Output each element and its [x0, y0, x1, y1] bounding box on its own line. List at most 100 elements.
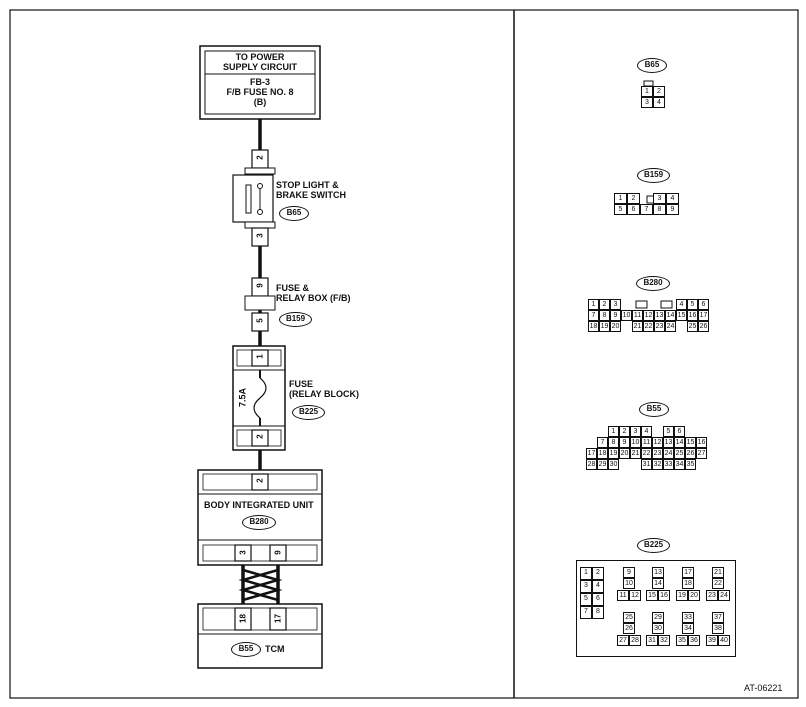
fuse-rating: 7.5A — [237, 388, 248, 408]
b280-pin-17: 17 — [698, 310, 709, 321]
b225-pin-23: 23 — [706, 590, 718, 601]
b225-pin-19: 19 — [676, 590, 688, 601]
b225-pin-11: 11 — [617, 590, 629, 601]
figure-id: AT-06221 — [744, 683, 783, 693]
b225-callout: B225 — [292, 405, 325, 420]
b55-pin-13: 13 — [663, 437, 674, 448]
b55-pin-30: 30 — [608, 459, 619, 470]
b225-pin-out: 2 — [255, 434, 265, 439]
b225-pin-40: 40 — [718, 635, 730, 646]
b280-pin-16: 16 — [687, 310, 698, 321]
b65-pin-4: 4 — [653, 97, 665, 108]
b55-pin-3: 3 — [630, 426, 641, 437]
b55-pin-18: 18 — [597, 448, 608, 459]
b225-pin-20: 20 — [688, 590, 700, 601]
b55-pin-17: 17 — [586, 448, 597, 459]
b55-pin-33: 33 — [663, 459, 674, 470]
b225-pin-26: 26 — [623, 623, 635, 634]
b159-face-title: B159 — [637, 168, 670, 183]
b55-pin-b: 17 — [273, 614, 283, 623]
b280-pin-11: 11 — [632, 310, 643, 321]
power-fuse-line3: (B) — [253, 97, 267, 107]
b280-face-title: B280 — [636, 276, 670, 291]
b280-pin-19: 19 — [599, 321, 610, 332]
power-title-line2: SUPPLY CIRCUIT — [222, 62, 298, 72]
b159-pin-8: 8 — [653, 204, 666, 215]
b225-pin-9: 9 — [623, 567, 635, 578]
b225-pin-24: 24 — [718, 590, 730, 601]
b280-pin-top: 2 — [255, 478, 265, 483]
b159-pin-in: 9 — [255, 283, 265, 288]
b55-pin-19: 19 — [608, 448, 619, 459]
b280-pin-4: 4 — [676, 299, 687, 310]
b280-pin-25: 25 — [687, 321, 698, 332]
b280-pin-23: 23 — [654, 321, 665, 332]
b55-pin-15: 15 — [685, 437, 696, 448]
b280-pin-12: 12 — [643, 310, 654, 321]
b55-pin-29: 29 — [597, 459, 608, 470]
b65-face-title: B65 — [637, 58, 667, 73]
b159-pin-7: 7 — [640, 204, 653, 215]
b225-pin-1: 1 — [580, 567, 592, 580]
b55-pin-20: 20 — [619, 448, 630, 459]
b225-pin-14: 14 — [652, 578, 664, 589]
b55-pin-11: 11 — [641, 437, 652, 448]
b280-pin-22: 22 — [643, 321, 654, 332]
b55-face-title: B55 — [639, 402, 669, 417]
b55-pin-32: 32 — [652, 459, 663, 470]
b280-pin-10: 10 — [621, 310, 632, 321]
b55-pin-22: 22 — [641, 448, 652, 459]
b225-pin-3: 3 — [580, 580, 592, 593]
b225-pin-12: 12 — [629, 590, 641, 601]
b65-pin-1: 1 — [641, 86, 653, 97]
b55-pin-26: 26 — [685, 448, 696, 459]
b280-pin-7: 7 — [588, 310, 599, 321]
b65-pin-in: 2 — [255, 155, 265, 160]
b225-pin-33: 33 — [682, 612, 694, 623]
b280-pin-a: 3 — [238, 550, 248, 555]
body-unit-label: BODY INTEGRATED UNIT — [204, 500, 314, 510]
b280-pin-18: 18 — [588, 321, 599, 332]
b225-pin-27: 27 — [617, 635, 629, 646]
b225-pin-18: 18 — [682, 578, 694, 589]
b159-pin-6: 6 — [627, 204, 640, 215]
b65-pin-3: 3 — [641, 97, 653, 108]
b159-pin-3: 3 — [653, 193, 666, 204]
b280-pin-9: 9 — [610, 310, 621, 321]
b225-pin-34: 34 — [682, 623, 694, 634]
b65-pin-2: 2 — [653, 86, 665, 97]
b280-pin-3: 3 — [610, 299, 621, 310]
b225-pin-4: 4 — [592, 580, 604, 593]
power-title-line1: TO POWER — [235, 52, 285, 62]
b280-pin-26: 26 — [698, 321, 709, 332]
b280-pin-5: 5 — [687, 299, 698, 310]
b55-pin-2: 2 — [619, 426, 630, 437]
tcm-label: TCM — [265, 644, 285, 654]
b225-pin-31: 31 — [646, 635, 658, 646]
b225-pin-37: 37 — [712, 612, 724, 623]
b55-pin-35: 35 — [685, 459, 696, 470]
b225-pin-8: 8 — [592, 606, 604, 619]
b55-pin-34: 34 — [674, 459, 685, 470]
b225-pin-15: 15 — [646, 590, 658, 601]
b225-pin-36: 36 — [688, 635, 700, 646]
b225-pin-6: 6 — [592, 593, 604, 606]
b55-pin-9: 9 — [619, 437, 630, 448]
b280-pin-1: 1 — [588, 299, 599, 310]
b55-pin-5: 5 — [663, 426, 674, 437]
b280-pin-24: 24 — [665, 321, 676, 332]
b225-pin-7: 7 — [580, 606, 592, 619]
b225-pin-16: 16 — [658, 590, 670, 601]
b225-pin-35: 35 — [676, 635, 688, 646]
b225-pin-28: 28 — [629, 635, 641, 646]
b280-pin-2: 2 — [599, 299, 610, 310]
b55-pin-12: 12 — [652, 437, 663, 448]
b159-pin-9: 9 — [666, 204, 679, 215]
b225-pin-10: 10 — [623, 578, 635, 589]
b55-pin-31: 31 — [641, 459, 652, 470]
fuse-line2: (RELAY BLOCK) — [289, 389, 360, 399]
b55-pin-6: 6 — [674, 426, 685, 437]
b55-callout: B55 — [231, 642, 261, 657]
b55-pin-8: 8 — [608, 437, 619, 448]
b225-pin-5: 5 — [580, 593, 592, 606]
